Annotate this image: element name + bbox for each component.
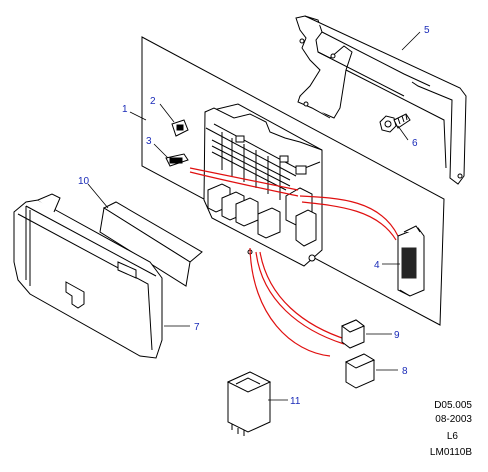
- callout-5: 5: [424, 25, 430, 36]
- relay-module: [397, 225, 425, 297]
- label-card-face: [99, 207, 191, 287]
- fuse-box-body: [203, 103, 323, 267]
- callout-2: 2: [150, 96, 156, 107]
- wiring-harness: [189, 167, 399, 357]
- callout-8: 8: [402, 366, 408, 377]
- clip: [171, 119, 189, 137]
- callout-7: 7: [194, 322, 200, 333]
- reference-date: 08-2003: [435, 414, 472, 425]
- callout-9: 9: [394, 330, 400, 341]
- small-connector: [165, 153, 189, 167]
- callout-4: 4: [374, 260, 380, 271]
- reference-code: D05.005: [434, 400, 472, 411]
- callout-10: 10: [78, 176, 90, 187]
- relay-small: [341, 319, 365, 349]
- control-module: [226, 371, 272, 436]
- callout-6: 6: [412, 138, 418, 149]
- callout-11: 11: [290, 396, 301, 407]
- callout-1: 1: [122, 104, 128, 115]
- reference-model: L6: [446, 431, 458, 442]
- relay-medium: [344, 353, 376, 389]
- reference-drawing: LM0110B: [429, 447, 472, 458]
- leader-lines: [87, 31, 421, 401]
- cover: [13, 193, 163, 359]
- callout-3: 3: [146, 136, 152, 147]
- screw: [379, 113, 411, 133]
